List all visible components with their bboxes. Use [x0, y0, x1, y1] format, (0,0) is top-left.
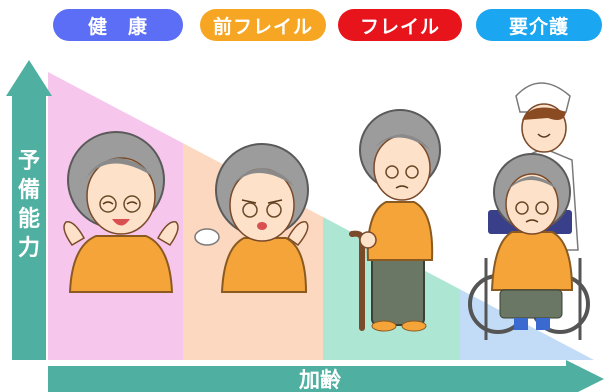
prefrail-elder-figure	[194, 143, 309, 293]
x-axis-label: 加齢	[298, 368, 342, 392]
frail-elder-figure	[349, 109, 441, 332]
x-axis-arrow	[48, 360, 604, 392]
stage-pill-frail: フレイル	[338, 9, 462, 41]
y-label-char-4: 力	[18, 236, 40, 261]
y-label-char-1: 予	[18, 149, 40, 174]
stage-pill-prefrail: 前フレイル	[200, 9, 326, 41]
care-elder-figure	[468, 82, 590, 340]
y-axis-arrow	[6, 60, 52, 360]
y-label-char-3: 能	[18, 206, 40, 232]
y-label-char-2: 備	[18, 177, 40, 203]
healthy-elder-figure	[63, 131, 179, 293]
stage-pill-care: 要介護	[476, 9, 602, 41]
stage-pill-healthy: 健 康	[53, 9, 183, 41]
